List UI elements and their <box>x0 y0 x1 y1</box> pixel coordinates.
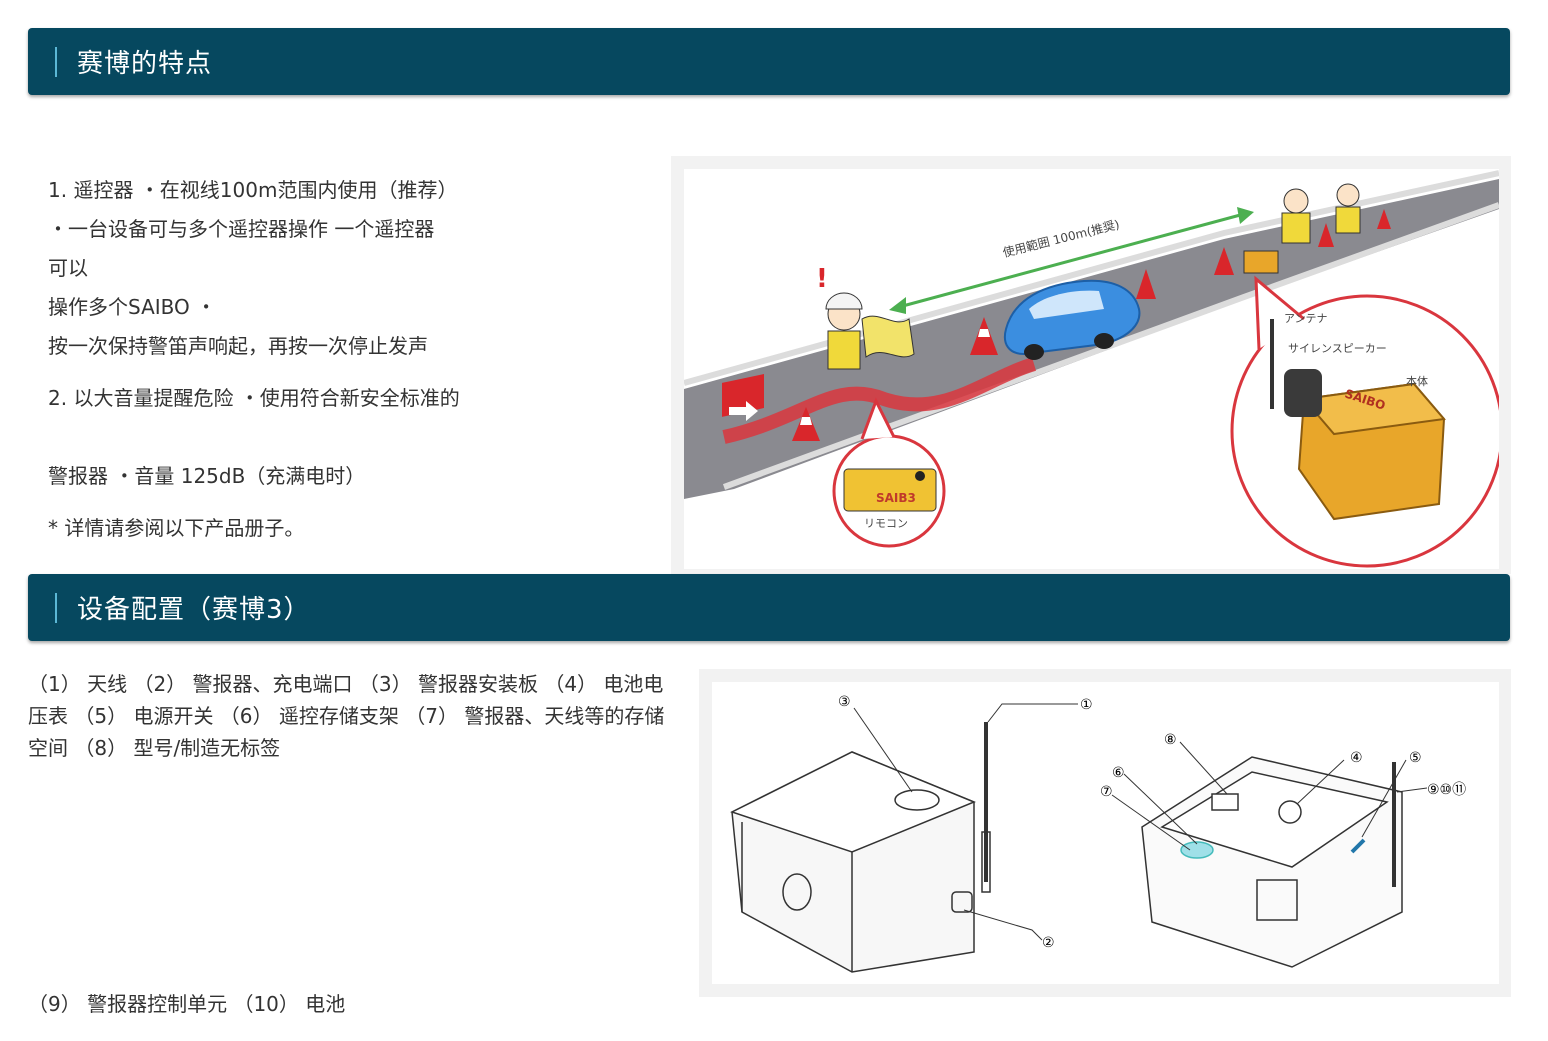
warning-mark: ! <box>816 264 828 294</box>
callout-5: ⑤ <box>1409 750 1422 766</box>
remote-label: リモコン <box>864 517 908 530</box>
cone-icon <box>1214 247 1234 275</box>
callout-4: ④ <box>1350 750 1363 766</box>
closed-box-drawing <box>730 722 991 973</box>
section-title-features: 赛博的特点 <box>77 49 213 79</box>
callout-6: ⑥ <box>1112 765 1125 781</box>
worker-icon <box>1281 188 1311 244</box>
open-box-drawing <box>1141 756 1403 968</box>
antenna-label: アンテナ <box>1284 312 1328 325</box>
feature-line-1: 1. 遥控器 ・在视线100m范围内使用（推荐） <box>48 178 458 202</box>
feature-line-8: * 详情请参阅以下产品册子。 <box>48 516 305 540</box>
feature-line-3: 可以 <box>48 256 88 280</box>
car-icon <box>1004 279 1141 360</box>
feature-line-2: ・一台设备可与多个遥控器操作 一个遥控器 <box>48 217 435 241</box>
feature-line-7: 警报器 ・音量 125dB（充满电时） <box>48 464 366 488</box>
cone-icon <box>1377 209 1391 229</box>
worker-icon <box>1335 183 1361 234</box>
callout-7: ⑦ <box>1100 784 1113 800</box>
body-label: 本体 <box>1406 374 1428 388</box>
remote-control-icon: SAIB3 <box>843 468 937 512</box>
worker-flagger-icon: ! <box>816 264 915 370</box>
header-accent-bar <box>55 46 57 77</box>
header-accent-bar <box>55 592 57 623</box>
feature-line-4: 操作多个SAIBO ・ <box>48 295 217 319</box>
usage-illustration-frame: 使用範囲 100m(推奨) ! <box>671 156 1511 574</box>
configuration-components-text: （1） 天线 （2） 警报器、充电端口 （3） 警报器安装板 （4） 电池电压表… <box>28 672 665 760</box>
section-title-configuration: 设备配置（赛博3） <box>77 595 311 625</box>
callout-3: ③ <box>838 694 851 710</box>
callout-2: ② <box>1042 935 1055 951</box>
feature-line-5: 按一次保持警笛声响起，再按一次停止发声 <box>48 334 428 358</box>
speaker-label: サイレンスピーカー <box>1288 342 1387 355</box>
feature-line-6: 2. 以大音量提醒危险 ・使用符合新安全标准的 <box>48 386 460 410</box>
cone-icon <box>970 317 998 355</box>
cone-icon <box>1318 223 1334 247</box>
device-diagram-frame: ① ② ③ ④ ⑤ ⑥ ⑦ ⑧ ⑨⑩⑪ <box>699 669 1511 997</box>
cone-icon <box>792 407 820 441</box>
range-arrow <box>898 212 1245 309</box>
section-header-configuration: 设备配置（赛博3） <box>28 574 1510 641</box>
cone-icon <box>1136 269 1156 299</box>
callout-8: ⑧ <box>1164 732 1177 748</box>
usage-illustration: 使用範囲 100m(推奨) ! <box>684 169 1499 569</box>
device-diagram: ① ② ③ ④ ⑤ ⑥ ⑦ ⑧ ⑨⑩⑪ <box>712 682 1499 984</box>
configuration-footer-text: （9） 警报器控制单元 （10） 电池 <box>28 992 346 1016</box>
saibo-box-icon: SAIBO <box>1270 319 1446 521</box>
section-header-features: 赛博的特点 <box>28 28 1510 95</box>
callout-9-11: ⑨⑩⑪ <box>1427 782 1466 798</box>
callout-1: ① <box>1080 697 1093 713</box>
remote-brand: SAIB3 <box>876 491 916 505</box>
